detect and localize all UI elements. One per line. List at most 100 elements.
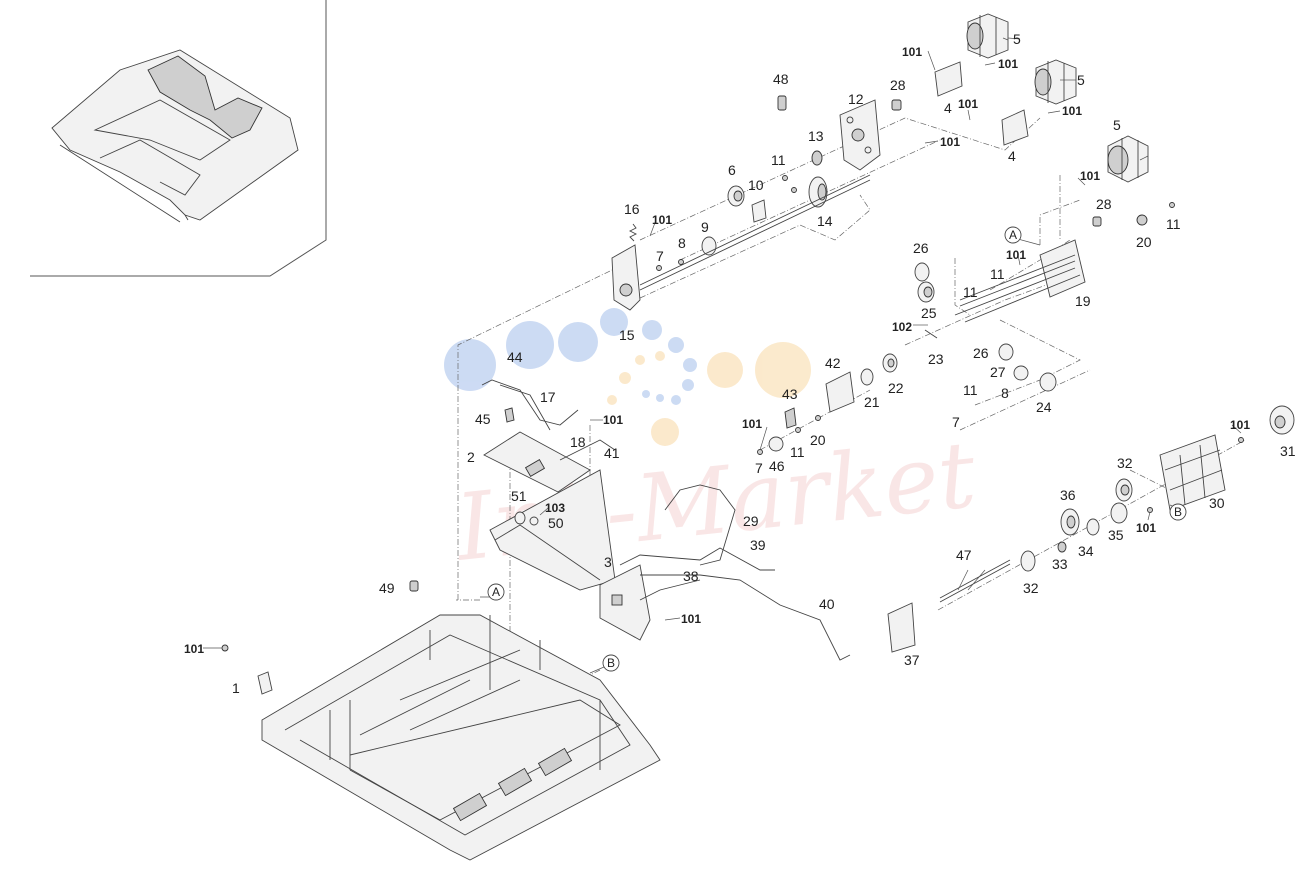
- label-29: 29: [743, 513, 759, 529]
- callout-b-lower: B: [602, 654, 620, 672]
- label-31: 31: [1280, 443, 1296, 459]
- label-2: 2: [467, 449, 475, 465]
- label-101h: 101: [1006, 248, 1026, 262]
- label-101f: 101: [652, 213, 672, 227]
- label-101b: 101: [998, 57, 1018, 71]
- label-11c: 11: [990, 266, 1005, 282]
- motor-5-low: [1107, 135, 1149, 183]
- label-17: 17: [540, 389, 556, 405]
- label-32b: 32: [1023, 580, 1039, 596]
- label-44: 44: [507, 349, 523, 365]
- label-10: 10: [748, 177, 764, 193]
- drive-unit-19: [757, 202, 1175, 455]
- label-7b: 7: [755, 460, 763, 476]
- label-101c: 101: [958, 97, 978, 111]
- label-43: 43: [782, 386, 798, 402]
- label-4a: 4: [944, 100, 952, 116]
- label-33: 33: [1052, 556, 1068, 572]
- label-39: 39: [750, 537, 766, 553]
- label-41: 41: [604, 445, 620, 461]
- drive-assembly: [611, 13, 1149, 311]
- label-9: 9: [701, 219, 709, 235]
- label-11f: 11: [790, 444, 805, 460]
- label-30: 30: [1209, 495, 1225, 511]
- label-101g: 101: [1080, 169, 1100, 183]
- label-45: 45: [475, 411, 491, 427]
- label-14: 14: [817, 213, 833, 229]
- label-5c: 5: [1113, 117, 1121, 133]
- label-48: 48: [773, 71, 789, 87]
- label-13: 13: [808, 128, 824, 144]
- label-50: 50: [548, 515, 564, 531]
- label-8b: 8: [1001, 385, 1009, 401]
- label-38: 38: [683, 568, 699, 584]
- label-22: 22: [888, 380, 904, 396]
- label-101i: 101: [603, 413, 623, 427]
- assembly-lines: [456, 117, 1246, 691]
- label-20a: 20: [1136, 234, 1152, 250]
- label-1: 1: [232, 680, 240, 696]
- label-101d: 101: [1062, 104, 1082, 118]
- label-11b: 11: [1166, 216, 1181, 232]
- label-11d: 11: [963, 284, 978, 300]
- motor-5-top: [966, 13, 1009, 59]
- label-35: 35: [1108, 527, 1124, 543]
- label-102: 102: [892, 320, 912, 334]
- label-101e: 101: [940, 135, 960, 149]
- label-27: 27: [990, 364, 1006, 380]
- label-51: 51: [511, 488, 527, 504]
- label-101l: 101: [184, 642, 204, 656]
- label-6: 6: [728, 162, 736, 178]
- label-47: 47: [956, 547, 972, 563]
- label-8a: 8: [678, 235, 686, 251]
- label-42: 42: [825, 355, 841, 371]
- watermark-dots: [444, 308, 811, 446]
- label-4b: 4: [1008, 148, 1016, 164]
- label-7a: 7: [656, 248, 664, 264]
- callout-a-lower: A: [487, 583, 505, 601]
- label-24: 24: [1036, 399, 1052, 415]
- label-101a: 101: [902, 45, 922, 59]
- label-5a: 5: [1013, 31, 1021, 47]
- label-11a: 11: [771, 152, 786, 168]
- label-18: 18: [570, 434, 586, 450]
- label-26b: 26: [973, 345, 989, 361]
- label-26a: 26: [913, 240, 929, 256]
- svg-text:A: A: [492, 585, 500, 599]
- label-101k: 101: [681, 612, 701, 626]
- label-36: 36: [1060, 487, 1076, 503]
- label-49: 49: [379, 580, 395, 596]
- label-28b: 28: [1096, 196, 1112, 212]
- part-labels: 1 2 3 4 4 5 5 5 6 7 7 7 8 8 9 10 11 11 1…: [184, 31, 1296, 696]
- label-37: 37: [904, 652, 920, 668]
- label-7c: 7: [952, 414, 960, 430]
- base-frame: [221, 614, 661, 861]
- svg-text:B: B: [1174, 505, 1182, 519]
- label-3: 3: [604, 554, 612, 570]
- gear-assembly: [887, 405, 1295, 653]
- label-11e: 11: [963, 382, 978, 398]
- label-28a: 28: [890, 77, 906, 93]
- svg-text:A: A: [1009, 228, 1017, 242]
- callout-b-right: B: [1169, 503, 1187, 521]
- label-32a: 32: [1117, 455, 1133, 471]
- label-16: 16: [624, 201, 640, 217]
- motor-5-mid: [1034, 59, 1077, 105]
- label-46: 46: [769, 458, 785, 474]
- label-25: 25: [921, 305, 937, 321]
- label-20b: 20: [810, 432, 826, 448]
- label-21: 21: [864, 394, 880, 410]
- label-101j: 101: [742, 417, 762, 431]
- label-23: 23: [928, 351, 944, 367]
- inset-view: [30, 0, 327, 277]
- label-40: 40: [819, 596, 835, 612]
- label-12: 12: [848, 91, 864, 107]
- pcb-assembly: [409, 379, 851, 661]
- label-34: 34: [1078, 543, 1094, 559]
- label-5b: 5: [1077, 72, 1085, 88]
- label-103: 103: [545, 501, 565, 515]
- label-101n: 101: [1136, 521, 1156, 535]
- callout-a-upper: A: [1004, 226, 1022, 244]
- label-19: 19: [1075, 293, 1091, 309]
